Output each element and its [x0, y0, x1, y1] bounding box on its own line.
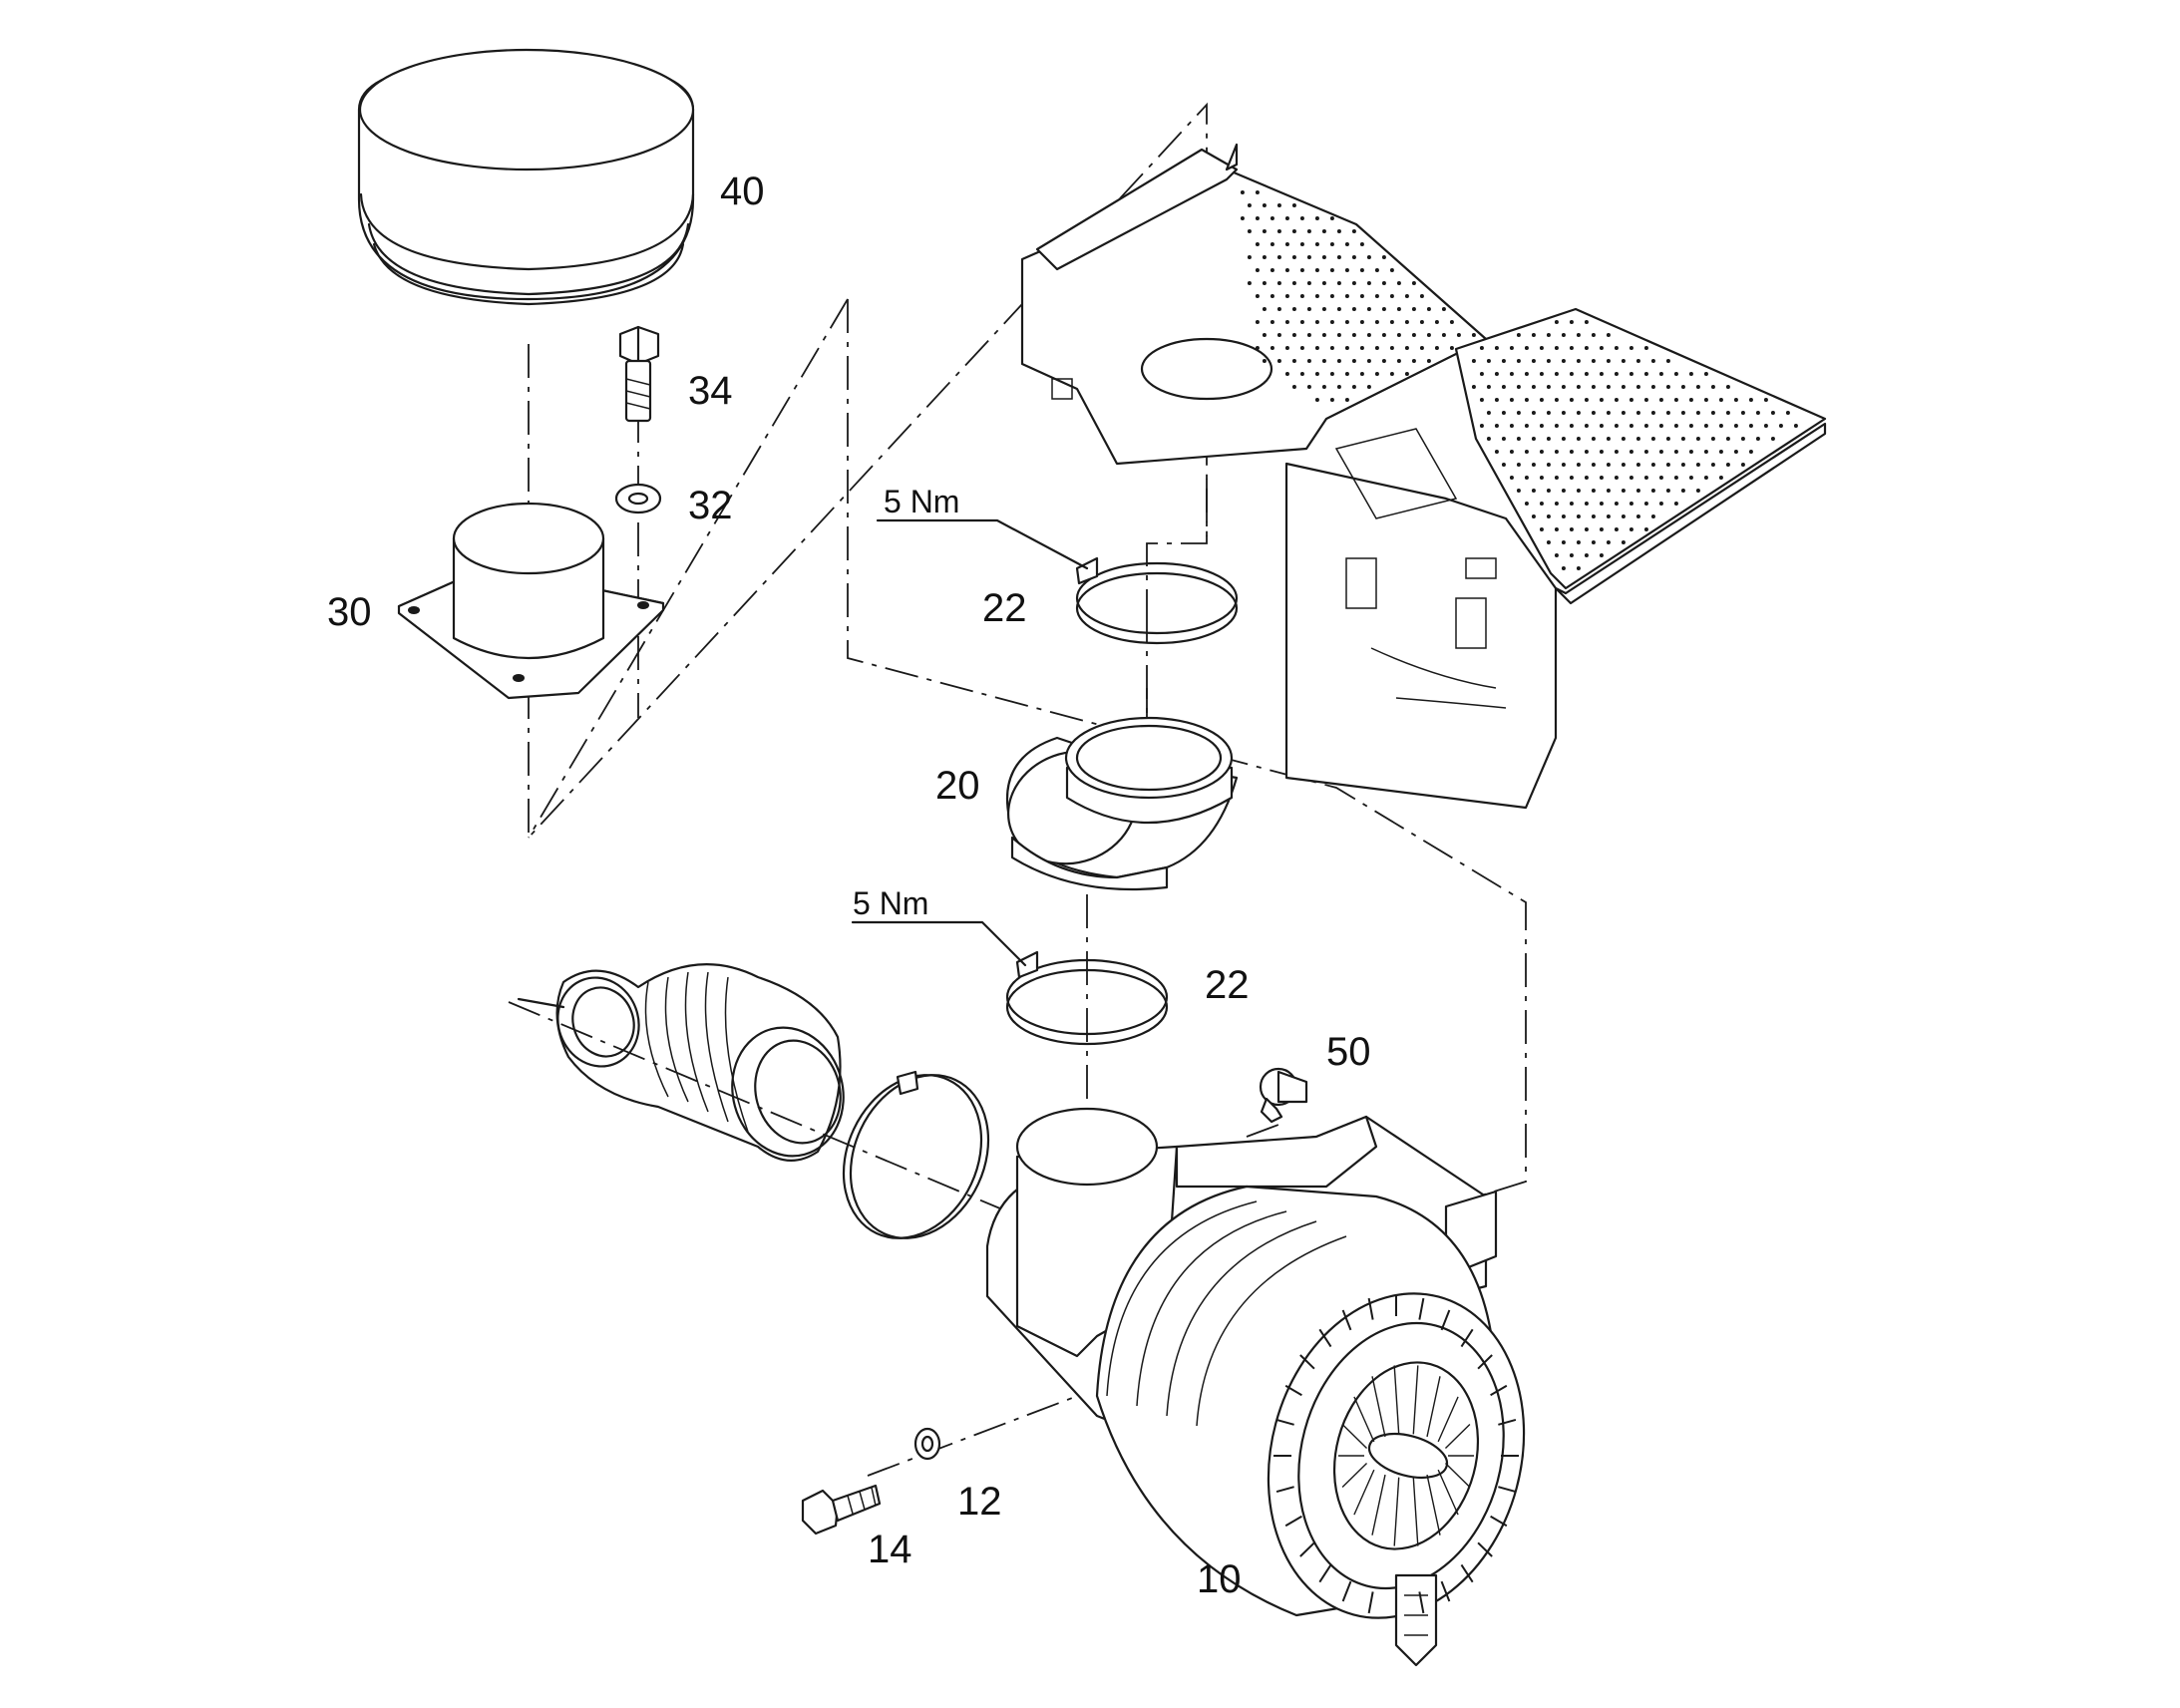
part-32-washer	[614, 483, 662, 514]
callout-40: 40	[720, 170, 765, 213]
intake-hose	[555, 963, 845, 1162]
leader-lines	[517, 518, 1089, 1009]
callout-22-upper: 22	[982, 586, 1027, 630]
torque-label-lower: 5 Nm	[853, 885, 929, 921]
part-34-bolt	[618, 325, 660, 423]
part-50-sensor	[1259, 1067, 1308, 1124]
part-20-elbow	[1005, 716, 1239, 891]
bracket-perforation	[1240, 190, 1798, 570]
callout-34: 34	[688, 369, 733, 413]
filter-cover-ribs	[1273, 1294, 1519, 1617]
callout-30: 30	[327, 590, 372, 634]
part-10-air-filter	[985, 1107, 1526, 1667]
callout-22-lower: 22	[1205, 963, 1250, 1007]
callout-50: 50	[1326, 1030, 1371, 1074]
callout-12: 12	[957, 1480, 1002, 1524]
part-30-flange	[397, 502, 665, 700]
hose-clamp	[842, 1070, 990, 1239]
callout-20: 20	[935, 764, 980, 808]
part-22-lower-clamp	[1005, 950, 1169, 1046]
part-40-cap	[357, 48, 695, 306]
callout-32: 32	[688, 484, 733, 527]
part-14-bolt	[801, 1484, 882, 1536]
mounting-bracket	[1020, 143, 1827, 810]
part-22-upper-clamp	[1075, 556, 1239, 645]
callout-10: 10	[1197, 1557, 1242, 1601]
callout-14: 14	[868, 1528, 912, 1571]
torque-label-upper: 5 Nm	[884, 484, 960, 519]
part-12-washer	[913, 1427, 941, 1461]
